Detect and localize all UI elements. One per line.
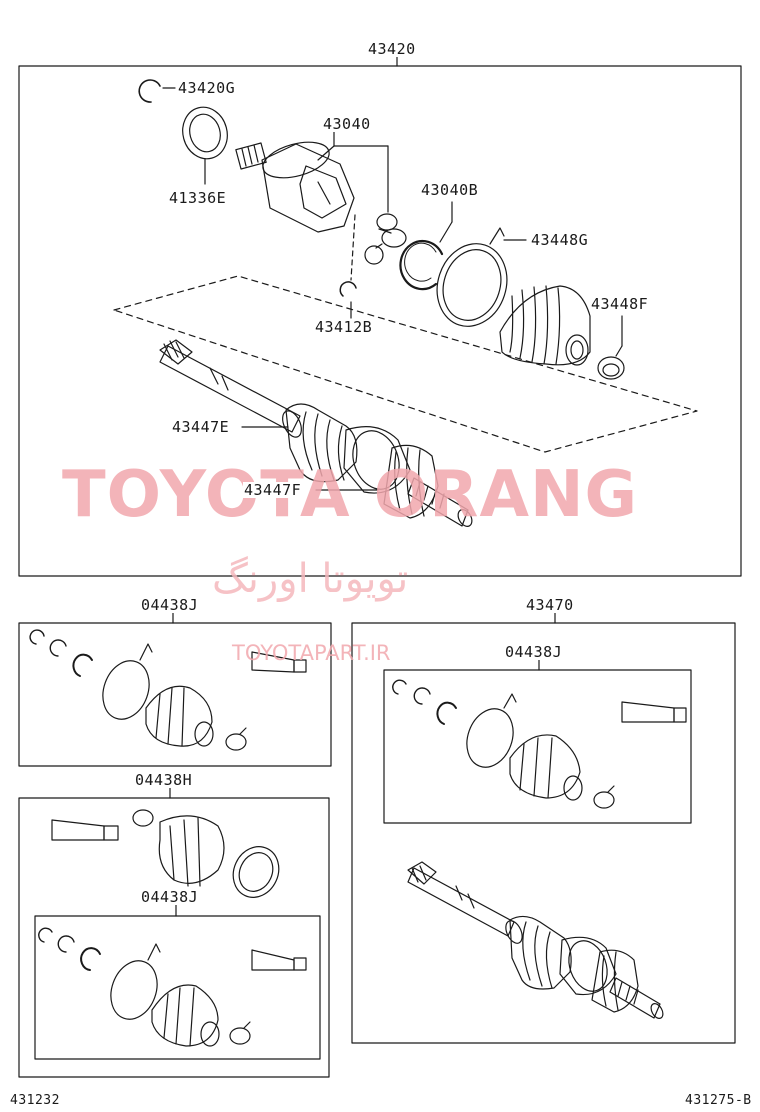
alt-kit-parts [392,679,687,809]
label-main-assembly: 43420 [367,40,417,58]
tripod-ring-part [399,201,453,291]
outboard-joint-part [235,129,389,233]
alt-assembly-box [351,622,736,1044]
label-outboard-boot: 43447F [243,481,303,499]
dust-seal-part [182,106,228,185]
label-boot-kit-top: 04438J [140,596,200,614]
large-clamp-part [436,227,527,327]
kit-inner-parts [38,927,307,1047]
snap-ring-part [138,79,176,103]
boot-kit-top-box [18,622,332,767]
kit-top-parts [29,629,307,751]
grease-tube [251,949,295,971]
footer-left-code: 431232 [10,1093,60,1108]
alt-drive-shaft-part [407,861,664,1019]
boot-kit-mid-box [18,797,330,1078]
label-alt-assembly: 43470 [525,596,575,614]
alt-boot-kit-box [383,669,692,824]
label-dust-seal: 41336E [168,189,228,207]
label-snap-ring: 43420G [177,79,237,97]
label-large-clamp: 43448G [530,231,590,249]
grease-tube [251,651,295,673]
label-small-clamp: 43448F [590,295,650,313]
kit-mid-parts [51,809,280,898]
drive-shaft-part [159,339,473,527]
circlip-part [339,281,357,319]
label-alt-boot-kit: 04438J [504,643,564,661]
grease-tube [621,701,675,723]
grease-tube [51,819,105,841]
label-boot-kit-inner: 04438J [140,888,200,906]
small-clamp-part [597,315,625,380]
boot-part [499,285,591,366]
shaft-subassembly-outline [113,275,698,453]
footer-right-code: 431275-B [685,1093,752,1108]
tripod-spider-part [364,213,407,265]
label-tripod-ring: 43040B [420,181,480,199]
label-boot-kit-mid: 04438H [134,771,194,789]
main-assembly-box [18,65,742,577]
label-inboard-boot: 43447E [171,418,231,436]
boot-kit-inner-box [34,915,321,1060]
label-outboard-joint: 43040 [322,115,372,133]
label-circlip: 43412B [314,318,374,336]
